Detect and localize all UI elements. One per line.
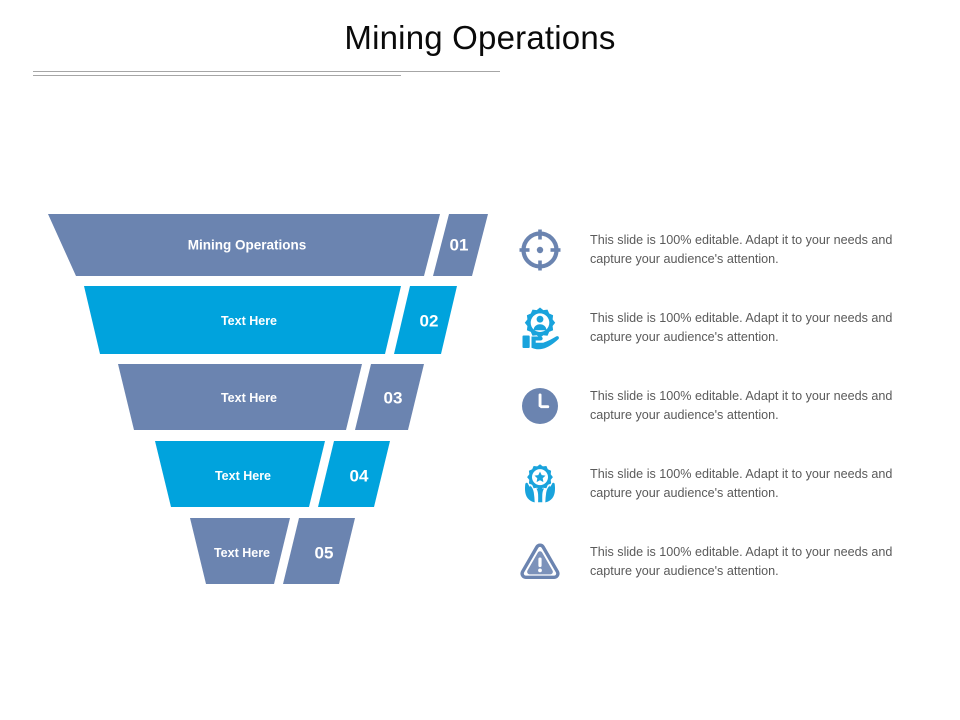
- funnel-band-1[interactable]: Mining Operations 01: [48, 214, 488, 276]
- target-crosshair-icon: [512, 222, 568, 278]
- detail-row-1: This slide is 100% editable. Adapt it to…: [512, 218, 912, 282]
- funnel-band-4-body[interactable]: [155, 441, 325, 507]
- funnel-band-4[interactable]: Text Here 04: [155, 441, 390, 507]
- funnel-band-1-number-tab[interactable]: [433, 214, 488, 276]
- funnel-band-4-label: Text Here: [215, 469, 271, 483]
- funnel-band-2-number: 02: [420, 312, 439, 331]
- funnel-diagram: Mining Operations 01 Text Here 02 Text H…: [0, 200, 500, 600]
- funnel-band-1-label: Mining Operations: [188, 238, 307, 253]
- funnel-band-1-body[interactable]: [48, 214, 440, 276]
- detail-row-3: This slide is 100% editable. Adapt it to…: [512, 374, 912, 438]
- funnel-band-2-number-tab[interactable]: [394, 286, 457, 354]
- page-title: Mining Operations: [344, 19, 616, 56]
- funnel-band-5-number-tab[interactable]: [283, 518, 355, 584]
- funnel-band-2[interactable]: Text Here 02: [84, 286, 457, 354]
- clock-icon: [512, 378, 568, 434]
- title-divider-short: [33, 75, 401, 76]
- warning-triangle-icon: [512, 534, 568, 590]
- funnel-band-5[interactable]: Text Here 05: [190, 518, 355, 584]
- detail-row-2-text: This slide is 100% editable. Adapt it to…: [590, 311, 893, 344]
- funnel-band-4-number-tab[interactable]: [318, 441, 390, 507]
- detail-row-4-text: This slide is 100% editable. Adapt it to…: [590, 467, 893, 500]
- funnel-band-2-label: Text Here: [221, 314, 277, 328]
- funnel-band-5-number: 05: [315, 544, 334, 563]
- hand-holding-gear-person-icon: [512, 300, 568, 356]
- detail-row-5: This slide is 100% editable. Adapt it to…: [512, 530, 912, 594]
- funnel-band-4-number: 04: [350, 467, 369, 486]
- detail-row-2: This slide is 100% editable. Adapt it to…: [512, 296, 912, 360]
- funnel-band-5-label: Text Here: [214, 546, 270, 560]
- funnel-band-3-number-tab[interactable]: [355, 364, 424, 430]
- detail-row-1-text: This slide is 100% editable. Adapt it to…: [590, 233, 893, 266]
- funnel-band-2-body[interactable]: [84, 286, 401, 354]
- funnel-band-3-label: Text Here: [221, 391, 277, 405]
- detail-row-3-text: This slide is 100% editable. Adapt it to…: [590, 389, 893, 422]
- detail-row-4: This slide is 100% editable. Adapt it to…: [512, 452, 912, 516]
- funnel-band-1-number: 01: [450, 236, 469, 255]
- funnel-band-3-body[interactable]: [118, 364, 362, 430]
- hands-holding-star-badge-icon: [512, 456, 568, 512]
- title-divider-long: [33, 71, 500, 72]
- funnel-band-5-body[interactable]: [190, 518, 290, 584]
- funnel-band-3[interactable]: Text Here 03: [118, 364, 424, 430]
- funnel-band-3-number: 03: [384, 389, 403, 408]
- detail-row-5-text: This slide is 100% editable. Adapt it to…: [590, 545, 893, 578]
